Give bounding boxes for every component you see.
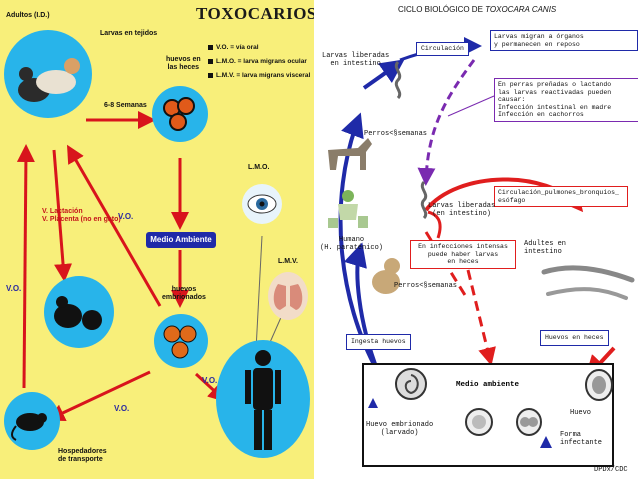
embryonated-eggs-circle bbox=[154, 314, 208, 368]
eggs-feces-label: huevos en las heces bbox=[166, 56, 201, 71]
eggs-icon bbox=[163, 97, 195, 131]
arrow-red-return bbox=[427, 210, 442, 239]
eye-icon bbox=[247, 194, 277, 214]
legend-vo: V.O. = vía oral bbox=[208, 44, 259, 51]
puppy-icon bbox=[372, 258, 400, 294]
eye-circle bbox=[242, 184, 282, 224]
adults-label: Adultos (I.D.) bbox=[6, 12, 50, 19]
medio-ambiente-box: Medio ambiente Huevo embrionado (larvado… bbox=[362, 363, 614, 467]
puppies-circle bbox=[44, 276, 114, 348]
larvas-liberadas-mid: Larvas liberadas (en intestino) bbox=[428, 202, 496, 218]
legend-infective-icon bbox=[540, 435, 552, 453]
rodent-icon bbox=[11, 413, 47, 441]
legend-lmv: L.M.V. = larva migrans visceral bbox=[208, 72, 310, 79]
arrow-adults-to-puppies bbox=[52, 149, 73, 282]
migran-box: Larvas migran a órganos y permanecen en … bbox=[490, 30, 638, 51]
left-diagram-panel: Adultos (I.D.) Larvas en tejidos TOXOCAR… bbox=[0, 0, 314, 479]
egg-icon-cleaving bbox=[465, 408, 493, 436]
vo-label-2: V.O. bbox=[6, 284, 22, 293]
hosts-label: Hospedadores de transporte bbox=[58, 448, 107, 463]
larvas-liberadas-top: Larvas liberadas en intestino bbox=[322, 52, 390, 68]
huevo-label: Huevo bbox=[570, 409, 592, 417]
legend-lmo: L.M.O. = larva migrans ocular bbox=[208, 58, 307, 65]
dogs-icon bbox=[18, 58, 80, 102]
arrow-blue-mid bbox=[343, 242, 380, 373]
adult-worms-icon bbox=[541, 265, 635, 300]
arrow-embryo-to-hosts bbox=[46, 370, 151, 422]
human-circle bbox=[216, 340, 310, 458]
arrow-red-dashed-down bbox=[466, 269, 496, 366]
adultes-label: Adultes en intestino bbox=[524, 240, 567, 256]
lactation-label: V. Lactación V. Placenta (no en gato) bbox=[42, 208, 121, 223]
forma-infectante-label: Forma infectante bbox=[560, 431, 603, 447]
embryo-eggs-icon bbox=[163, 325, 197, 359]
puppies-icon bbox=[54, 296, 102, 330]
medio-ambiente-box: Medio Ambiente bbox=[146, 232, 216, 248]
larva-icon-mid bbox=[420, 180, 428, 220]
arrow-blue-top bbox=[362, 59, 405, 90]
huevo-embrionado-label: Huevo embrionado (larvado) bbox=[366, 421, 434, 437]
lungs-circle bbox=[268, 272, 308, 320]
dog-icon-top bbox=[328, 138, 372, 170]
arrow-hosts-to-adults bbox=[16, 144, 35, 389]
vo-label-1: V.O. bbox=[118, 212, 134, 221]
larvae-tissue-label: Larvas en tejidos bbox=[100, 30, 158, 37]
arrow-embryo-to-adults bbox=[67, 144, 162, 307]
egg-icon-divided bbox=[516, 408, 542, 436]
egg-icon-right bbox=[585, 369, 613, 401]
circulacion-box: Circulación bbox=[416, 42, 469, 56]
arrow-purple-dashed bbox=[417, 59, 476, 186]
human-icon bbox=[245, 350, 281, 450]
ingesta-box: Ingesta huevos bbox=[346, 334, 411, 350]
page-title: TOXOCARIOSIS bbox=[196, 4, 314, 23]
adult-dogs-circle bbox=[4, 30, 92, 118]
right-diagram-panel: CICLO BIOLÓGICO DE TOXOCARA CANIS Larvas… bbox=[318, 0, 638, 479]
eggs-circle bbox=[152, 86, 208, 142]
hosts-circle bbox=[4, 392, 60, 450]
embryonated-eggs-label: huevos embrionados bbox=[162, 286, 206, 301]
cycle-title: CICLO BIOLÓGICO DE TOXOCARA CANIS bbox=[398, 5, 557, 14]
vo-label-4: V.O. bbox=[114, 404, 130, 413]
infective-stage-icon bbox=[368, 395, 378, 413]
larva-icon-top bbox=[394, 60, 402, 100]
left-arrows bbox=[16, 111, 287, 422]
human-child-icon bbox=[328, 190, 368, 228]
humano-label: Humano (H. paraténico) bbox=[320, 236, 384, 252]
line-human-to-eye bbox=[255, 235, 263, 351]
weeks-label: 6-8 Semanas bbox=[104, 102, 147, 109]
embryonated-egg-icon bbox=[395, 368, 427, 400]
lungs-icon bbox=[273, 284, 303, 310]
lmo-label: L.M.O. bbox=[248, 164, 270, 171]
medio-ambiente-label: Medio ambiente bbox=[456, 381, 520, 389]
vo-label-3: V.O. bbox=[202, 376, 218, 385]
perros-top-label: Perros<§semanas bbox=[364, 130, 428, 138]
infecciones-box: En infecciones intensas puede haber larv… bbox=[410, 240, 516, 269]
lmv-label: L.M.V. bbox=[278, 258, 298, 265]
perros-mid-label: Perros<§semanas bbox=[394, 282, 458, 290]
credit-label: DPDx/CDC bbox=[594, 466, 628, 474]
perras-box: En perras preñadas o lactando las larvas… bbox=[494, 78, 638, 122]
arrow-purple-perras bbox=[447, 95, 495, 117]
circulacion-pulmones-box: Circulación_pulmones_bronquios_ esófago bbox=[494, 186, 628, 207]
huevos-heces-box: Huevos en heces bbox=[540, 330, 609, 346]
